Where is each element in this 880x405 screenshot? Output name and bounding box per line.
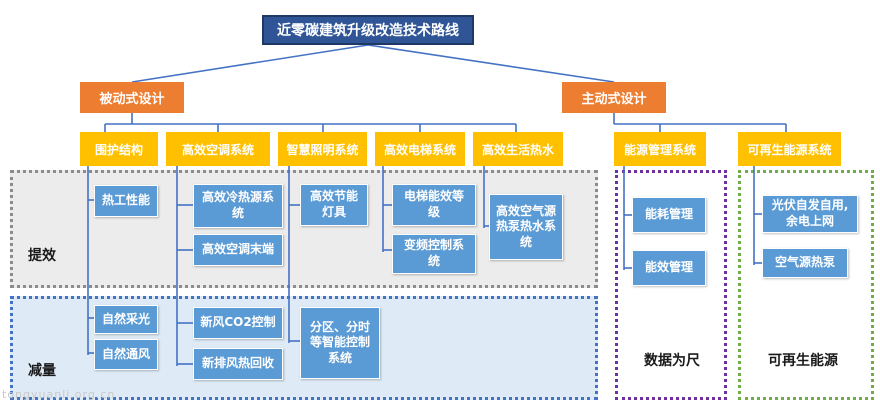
item-thermal-performance: 热工性能	[94, 185, 158, 217]
system-renewable: 可再生能源系统	[738, 132, 841, 166]
item-efficient-lamp: 高效节能灯具	[300, 184, 368, 226]
item-ac-terminal: 高效空调末端	[193, 234, 283, 266]
passive-design-box: 被动式设计	[80, 82, 184, 113]
zone-data-label: 数据为尺	[644, 353, 700, 369]
item-energy-consumption: 能耗管理	[632, 197, 706, 233]
item-energy-efficiency: 能效管理	[632, 250, 706, 286]
item-air-heat-pump: 空气源热泵	[762, 248, 848, 278]
zone-data	[615, 170, 727, 400]
system-lighting: 智慧照明系统	[278, 132, 367, 166]
system-hot-water: 高效生活热水	[473, 132, 563, 166]
item-heat-pump-water: 高效空气源热泵热水系统	[489, 194, 563, 260]
item-zoned-control: 分区、分时等智能控制系统	[300, 307, 380, 379]
item-natural-lighting: 自然采光	[94, 305, 158, 334]
system-envelope: 围护结构	[80, 132, 158, 166]
watermark: tongyuanli.org.cn	[2, 388, 116, 401]
zone-reduce-label: 减量	[28, 363, 56, 379]
item-chiller: 高效冷热源系统	[193, 184, 283, 228]
item-elevator-rating: 电梯能效等级	[392, 184, 476, 226]
active-design-box: 主动式设计	[562, 82, 666, 113]
item-natural-ventilation: 自然通风	[94, 339, 158, 370]
zone-renewable	[738, 170, 874, 400]
page-title: 近零碳建筑升级改造技术路线	[262, 15, 474, 45]
zone-improve-label: 提效	[28, 248, 56, 264]
item-exhaust-recovery: 新排风热回收	[193, 348, 283, 380]
system-energy-mgmt: 能源管理系统	[614, 132, 706, 166]
item-vfd-control: 变频控制系统	[392, 234, 476, 274]
zone-renewable-label: 可再生能源	[768, 353, 838, 369]
item-fresh-air-co2: 新风CO2控制	[193, 307, 283, 339]
item-pv: 光伏自发自用,余电上网	[762, 195, 858, 233]
system-elevator: 高效电梯系统	[375, 132, 465, 166]
system-hvac: 高效空调系统	[166, 132, 270, 166]
